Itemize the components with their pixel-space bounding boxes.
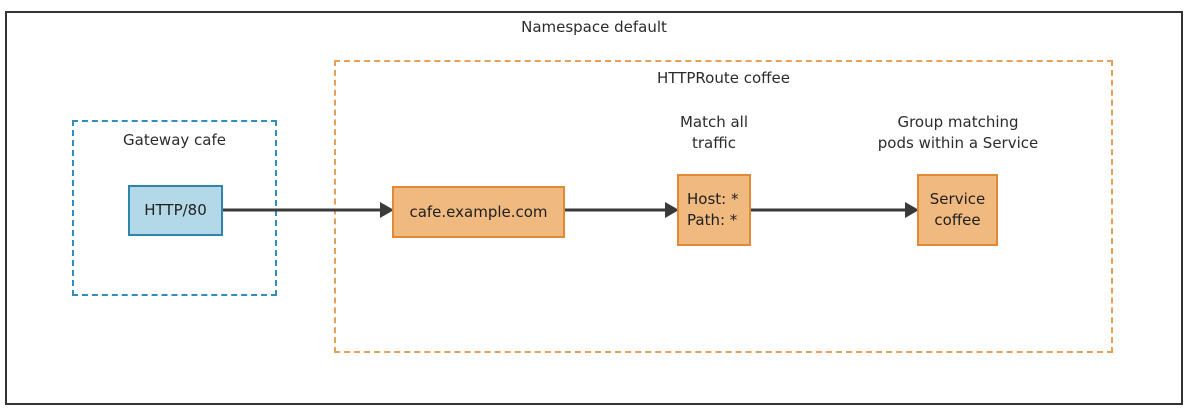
edge-match-to-service bbox=[750, 198, 919, 222]
node-match-host-path[interactable]: Host: * Path: * bbox=[677, 174, 751, 246]
httproute-label: HTTPRoute coffee bbox=[657, 69, 790, 87]
namespace-label: Namespace default bbox=[521, 18, 667, 36]
edge-listener-to-hostname bbox=[222, 198, 394, 222]
edge-hostname-to-match bbox=[564, 198, 679, 222]
node-hostname-cafe-example-com[interactable]: cafe.example.com bbox=[392, 186, 565, 238]
gateway-label: Gateway cafe bbox=[123, 131, 226, 149]
node-backend-service-coffee[interactable]: Service coffee bbox=[917, 174, 998, 246]
gateway-container bbox=[72, 120, 277, 296]
httproute-container bbox=[334, 60, 1113, 353]
node-gateway-listener-http-80[interactable]: HTTP/80 bbox=[128, 185, 223, 236]
annotation-group-matching-pods: Group matching pods within a Service bbox=[877, 113, 1039, 152]
annotation-match-all-traffic: Match all traffic bbox=[679, 113, 749, 152]
